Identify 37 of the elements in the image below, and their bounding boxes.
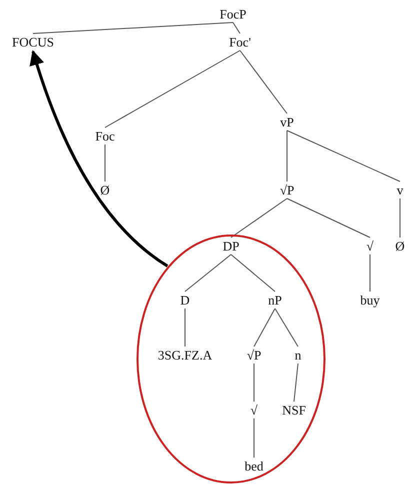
tree-label: D [180,292,190,308]
tree-branch [254,308,276,347]
tree-branch [184,308,186,347]
tree-branch [32,22,234,34]
tree-label: Foc [95,128,115,144]
tree-label: FOCUS [12,34,54,50]
tree-label: NSF [282,402,306,418]
tree-label: √ [366,238,374,254]
tree-label: n [294,348,302,362]
tree-label: bed [244,458,264,474]
tree-branch [286,130,288,182]
tree-label: FocP [220,6,246,22]
tree-label: DP [222,238,240,254]
tree-label: √P [280,182,294,198]
tree-label: Ø [100,182,110,198]
tree-branch [104,144,106,182]
tree-branch [286,198,370,238]
tree-branch [274,308,298,347]
tree-branch [184,254,232,292]
tree-label: √P [246,348,262,362]
tree-branch [230,198,288,238]
tree-label: Ø [395,238,405,254]
tree-label: vP [280,114,294,130]
tree-branch [230,254,276,292]
tree-label: buy [360,292,380,308]
tree-branch [294,363,298,402]
movement-arrow [30,50,168,268]
tree-branch [286,130,400,182]
tree-label: Foc' [229,34,251,50]
tree-branch [240,50,288,114]
tree-branch [232,22,240,34]
tree-label: nP [268,292,282,308]
tree-label: 3SG.FZ.A [158,348,212,362]
tree-label: v [396,182,404,198]
tree-label: √ [250,402,258,418]
highlight-ellipse [136,234,326,484]
tree-branch [104,50,240,128]
